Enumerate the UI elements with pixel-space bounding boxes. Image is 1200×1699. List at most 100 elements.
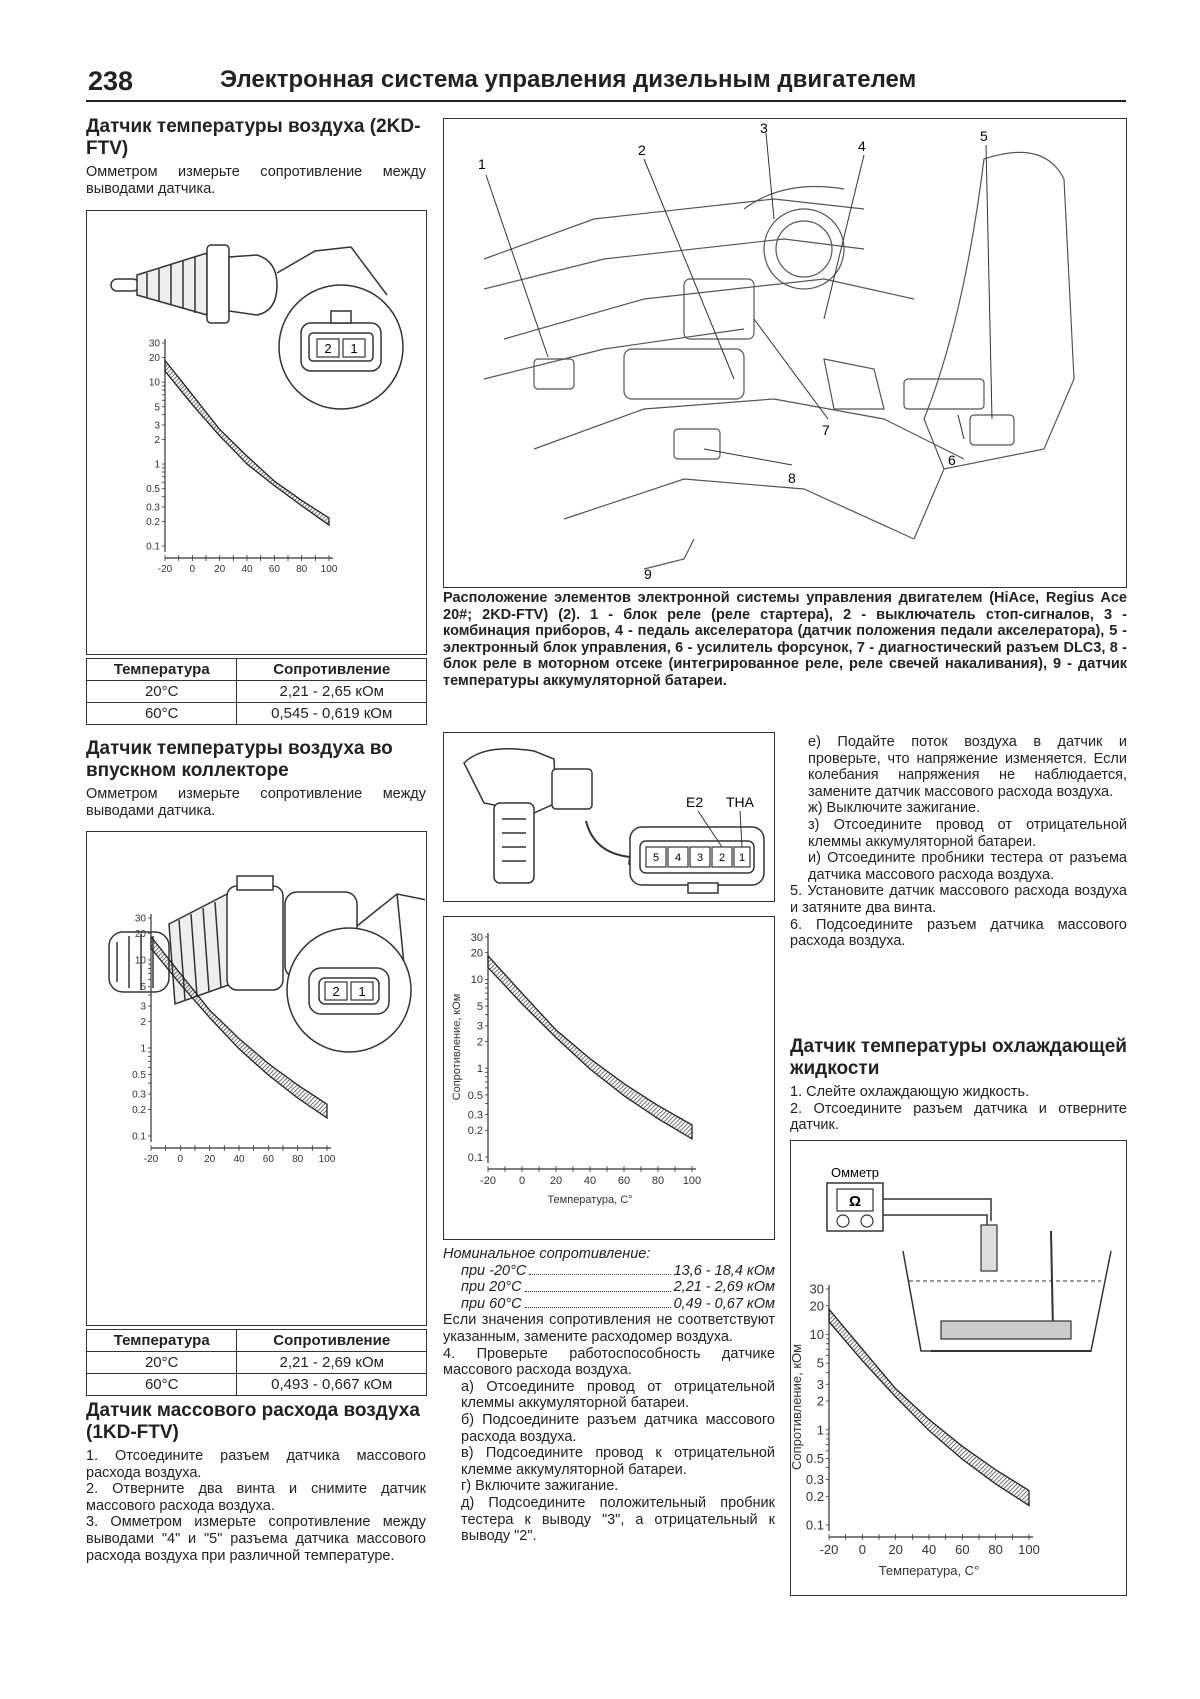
x-tick-label: 20 [214, 564, 226, 575]
x-tick-label: 40 [922, 1542, 936, 1557]
pin-label: 1 [358, 984, 365, 999]
x-tick-label: 80 [988, 1542, 1002, 1557]
callout-1: 1 [478, 156, 486, 172]
section-title-intake-air-temp: Датчик температуры воздуха во впускном к… [86, 738, 393, 781]
table-header: Температура [85, 1329, 238, 1352]
y-tick-label: 30 [135, 914, 147, 925]
y-tick-label: 5 [154, 402, 160, 413]
pin-label: 3 [697, 852, 703, 864]
dashboard-illustration: 1 2 3 4 5 6 7 8 9 [478, 120, 1075, 582]
section-title-air-temp-2kd: Датчик температуры воздуха (2KD-FTV) [86, 116, 421, 159]
y-tick-label: 5 [140, 982, 146, 993]
y-tick-label: 20 [135, 929, 147, 940]
x-tick-label: 40 [233, 1154, 245, 1165]
section-text: Омметром измерьте сопротивление между вы… [86, 164, 426, 197]
y-tick-label: 10 [810, 1327, 824, 1342]
y-tick-label: 0.5 [468, 1090, 483, 1102]
y-tick-label: 1 [154, 460, 160, 471]
x-tick-label: 20 [550, 1175, 562, 1187]
y-tick-label: 20 [471, 947, 483, 959]
section-title-coolant-temp: Датчик температуры охлаждающей жидкости [790, 1036, 1127, 1079]
ohmmeter-label: Омметр [831, 1165, 879, 1180]
resistance-band [164, 358, 330, 527]
y-axis-label: Сопротивление, кОм [791, 1344, 804, 1470]
y-tick-label: 5 [817, 1356, 824, 1371]
x-tick-label: 80 [292, 1154, 304, 1165]
figure-maf-connector: 5 4 3 2 1 E2 THA [443, 732, 775, 902]
x-tick-label: 60 [263, 1154, 275, 1165]
page-header-title: Электронная система управления дизельным… [220, 66, 917, 93]
y-tick-label: 0.3 [132, 1090, 146, 1101]
x-tick-label: 60 [955, 1542, 969, 1557]
y-tick-label: 1 [140, 1043, 146, 1054]
x-tick-label: 60 [618, 1175, 630, 1187]
x-tick-label: -20 [144, 1154, 159, 1165]
y-tick-label: 0.2 [146, 517, 160, 528]
y-tick-label: 2 [477, 1036, 483, 1048]
y-tick-label: 0.5 [132, 1070, 146, 1081]
y-tick-label: 2 [140, 1017, 146, 1028]
x-axis-label: Температура, С° [879, 1563, 980, 1578]
y-tick-label: 30 [149, 339, 161, 350]
y-tick-label: 0.1 [146, 542, 160, 553]
figure-caption: Расположение элементов электронной систе… [443, 590, 1127, 689]
x-tick-label: 60 [269, 564, 281, 575]
y-tick-label: 0.2 [132, 1105, 146, 1116]
table-header: Температура [85, 658, 238, 681]
x-tick-label: 40 [584, 1175, 596, 1187]
y-tick-label: 0.5 [146, 484, 160, 495]
y-tick-label: 0.3 [146, 502, 160, 513]
x-tick-label: 40 [241, 564, 253, 575]
callout-7: 7 [822, 422, 830, 438]
x-tick-label: 100 [683, 1175, 701, 1187]
callout-8: 8 [788, 470, 796, 486]
callout-6: 6 [948, 452, 956, 468]
y-tick-label: 10 [149, 378, 161, 389]
label-tha: THA [726, 794, 755, 810]
y-tick-label: 0.2 [806, 1489, 824, 1504]
label-e2: E2 [686, 794, 703, 810]
sensor-illustration: 2 1 [110, 244, 404, 410]
y-tick-label: 10 [135, 955, 147, 966]
nominal-title: Номинальное сопротивление: [443, 1246, 651, 1262]
table-header: Сопротивление [236, 658, 427, 681]
header-rule [86, 100, 1126, 102]
pin-label: 1 [739, 852, 745, 864]
x-tick-label: 100 [1018, 1542, 1040, 1557]
y-tick-label: 3 [817, 1377, 824, 1392]
x-tick-label: -20 [158, 564, 173, 575]
y-tick-label: 1 [477, 1063, 483, 1075]
x-tick-label: 80 [652, 1175, 664, 1187]
pin-label: 2 [332, 984, 339, 999]
resistance-band [150, 934, 328, 1120]
y-tick-label: 2 [817, 1394, 824, 1409]
coolant-steps: 1. Слейте охлаждающую жидкость. 2. Отсое… [790, 1084, 1127, 1134]
pin-label: 2 [324, 341, 331, 356]
x-tick-label: 0 [178, 1154, 184, 1165]
callout-3: 3 [760, 120, 768, 136]
x-tick-label: 100 [321, 564, 338, 575]
y-tick-label: 0.3 [468, 1109, 483, 1121]
x-tick-label: 80 [296, 564, 308, 575]
callout-5: 5 [980, 128, 988, 144]
y-tick-label: 0.1 [806, 1518, 824, 1533]
pin-label: 2 [719, 852, 725, 864]
y-tick-label: 0.5 [806, 1451, 824, 1466]
y-tick-label: 0.2 [468, 1125, 483, 1137]
callout-2: 2 [638, 142, 646, 158]
pin-label: 5 [653, 852, 659, 864]
maf-illustration: 5 4 3 2 1 E2 THA [463, 748, 765, 894]
